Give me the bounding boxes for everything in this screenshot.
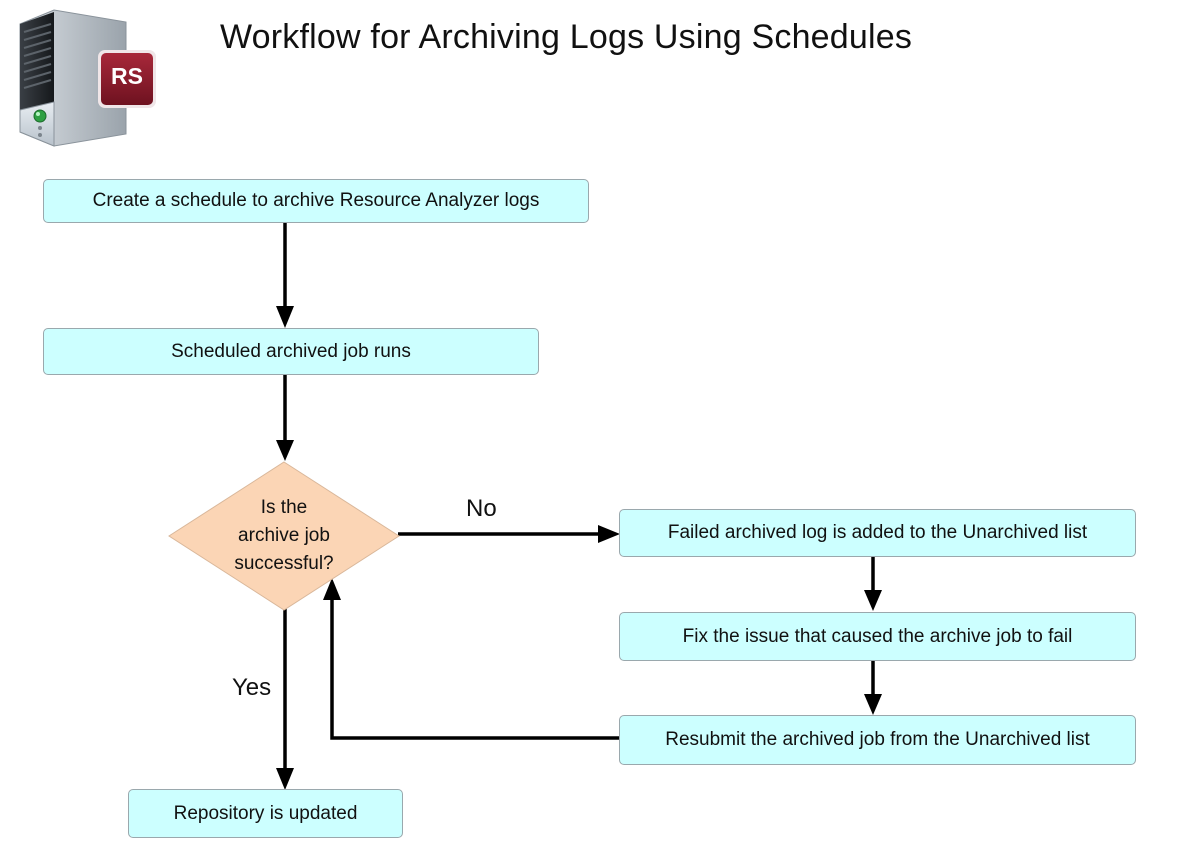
decision-line-3: successful? (234, 553, 334, 574)
step-failed-added: Failed archived log is added to the Unar… (619, 509, 1136, 557)
logo-badge-text: RS (111, 63, 143, 89)
arrowhead-repository (276, 768, 294, 790)
branch-label-yes: Yes (232, 674, 272, 701)
arrowhead-runs (276, 306, 294, 328)
step-create-schedule: Create a schedule to archive Resource An… (43, 179, 589, 223)
page-title: Workflow for Archiving Logs Using Schedu… (220, 18, 913, 56)
decision-diamond (168, 461, 400, 611)
step-fix-issue: Fix the issue that caused the archive jo… (619, 612, 1136, 661)
arrow-resubmit-to-decision (330, 596, 619, 740)
arrowhead-decision (276, 440, 294, 461)
arrowhead-resubmit (864, 694, 882, 715)
arrowhead-failed (598, 525, 620, 543)
branch-label-no: No (466, 495, 497, 522)
arrowhead-fix (864, 590, 882, 611)
decision-line-1: Is the (260, 497, 308, 518)
step-resubmit: Resubmit the archived job from the Unarc… (619, 715, 1136, 765)
step-job-runs: Scheduled archived job runs (43, 328, 539, 375)
arrowhead-loop (323, 578, 341, 600)
decision-label: Is the archive job successful? (168, 461, 400, 611)
step-repository-updated: Repository is updated (128, 789, 403, 838)
decision-line-2: archive job (238, 525, 330, 546)
server-logo-icon: RS (19, 9, 156, 147)
